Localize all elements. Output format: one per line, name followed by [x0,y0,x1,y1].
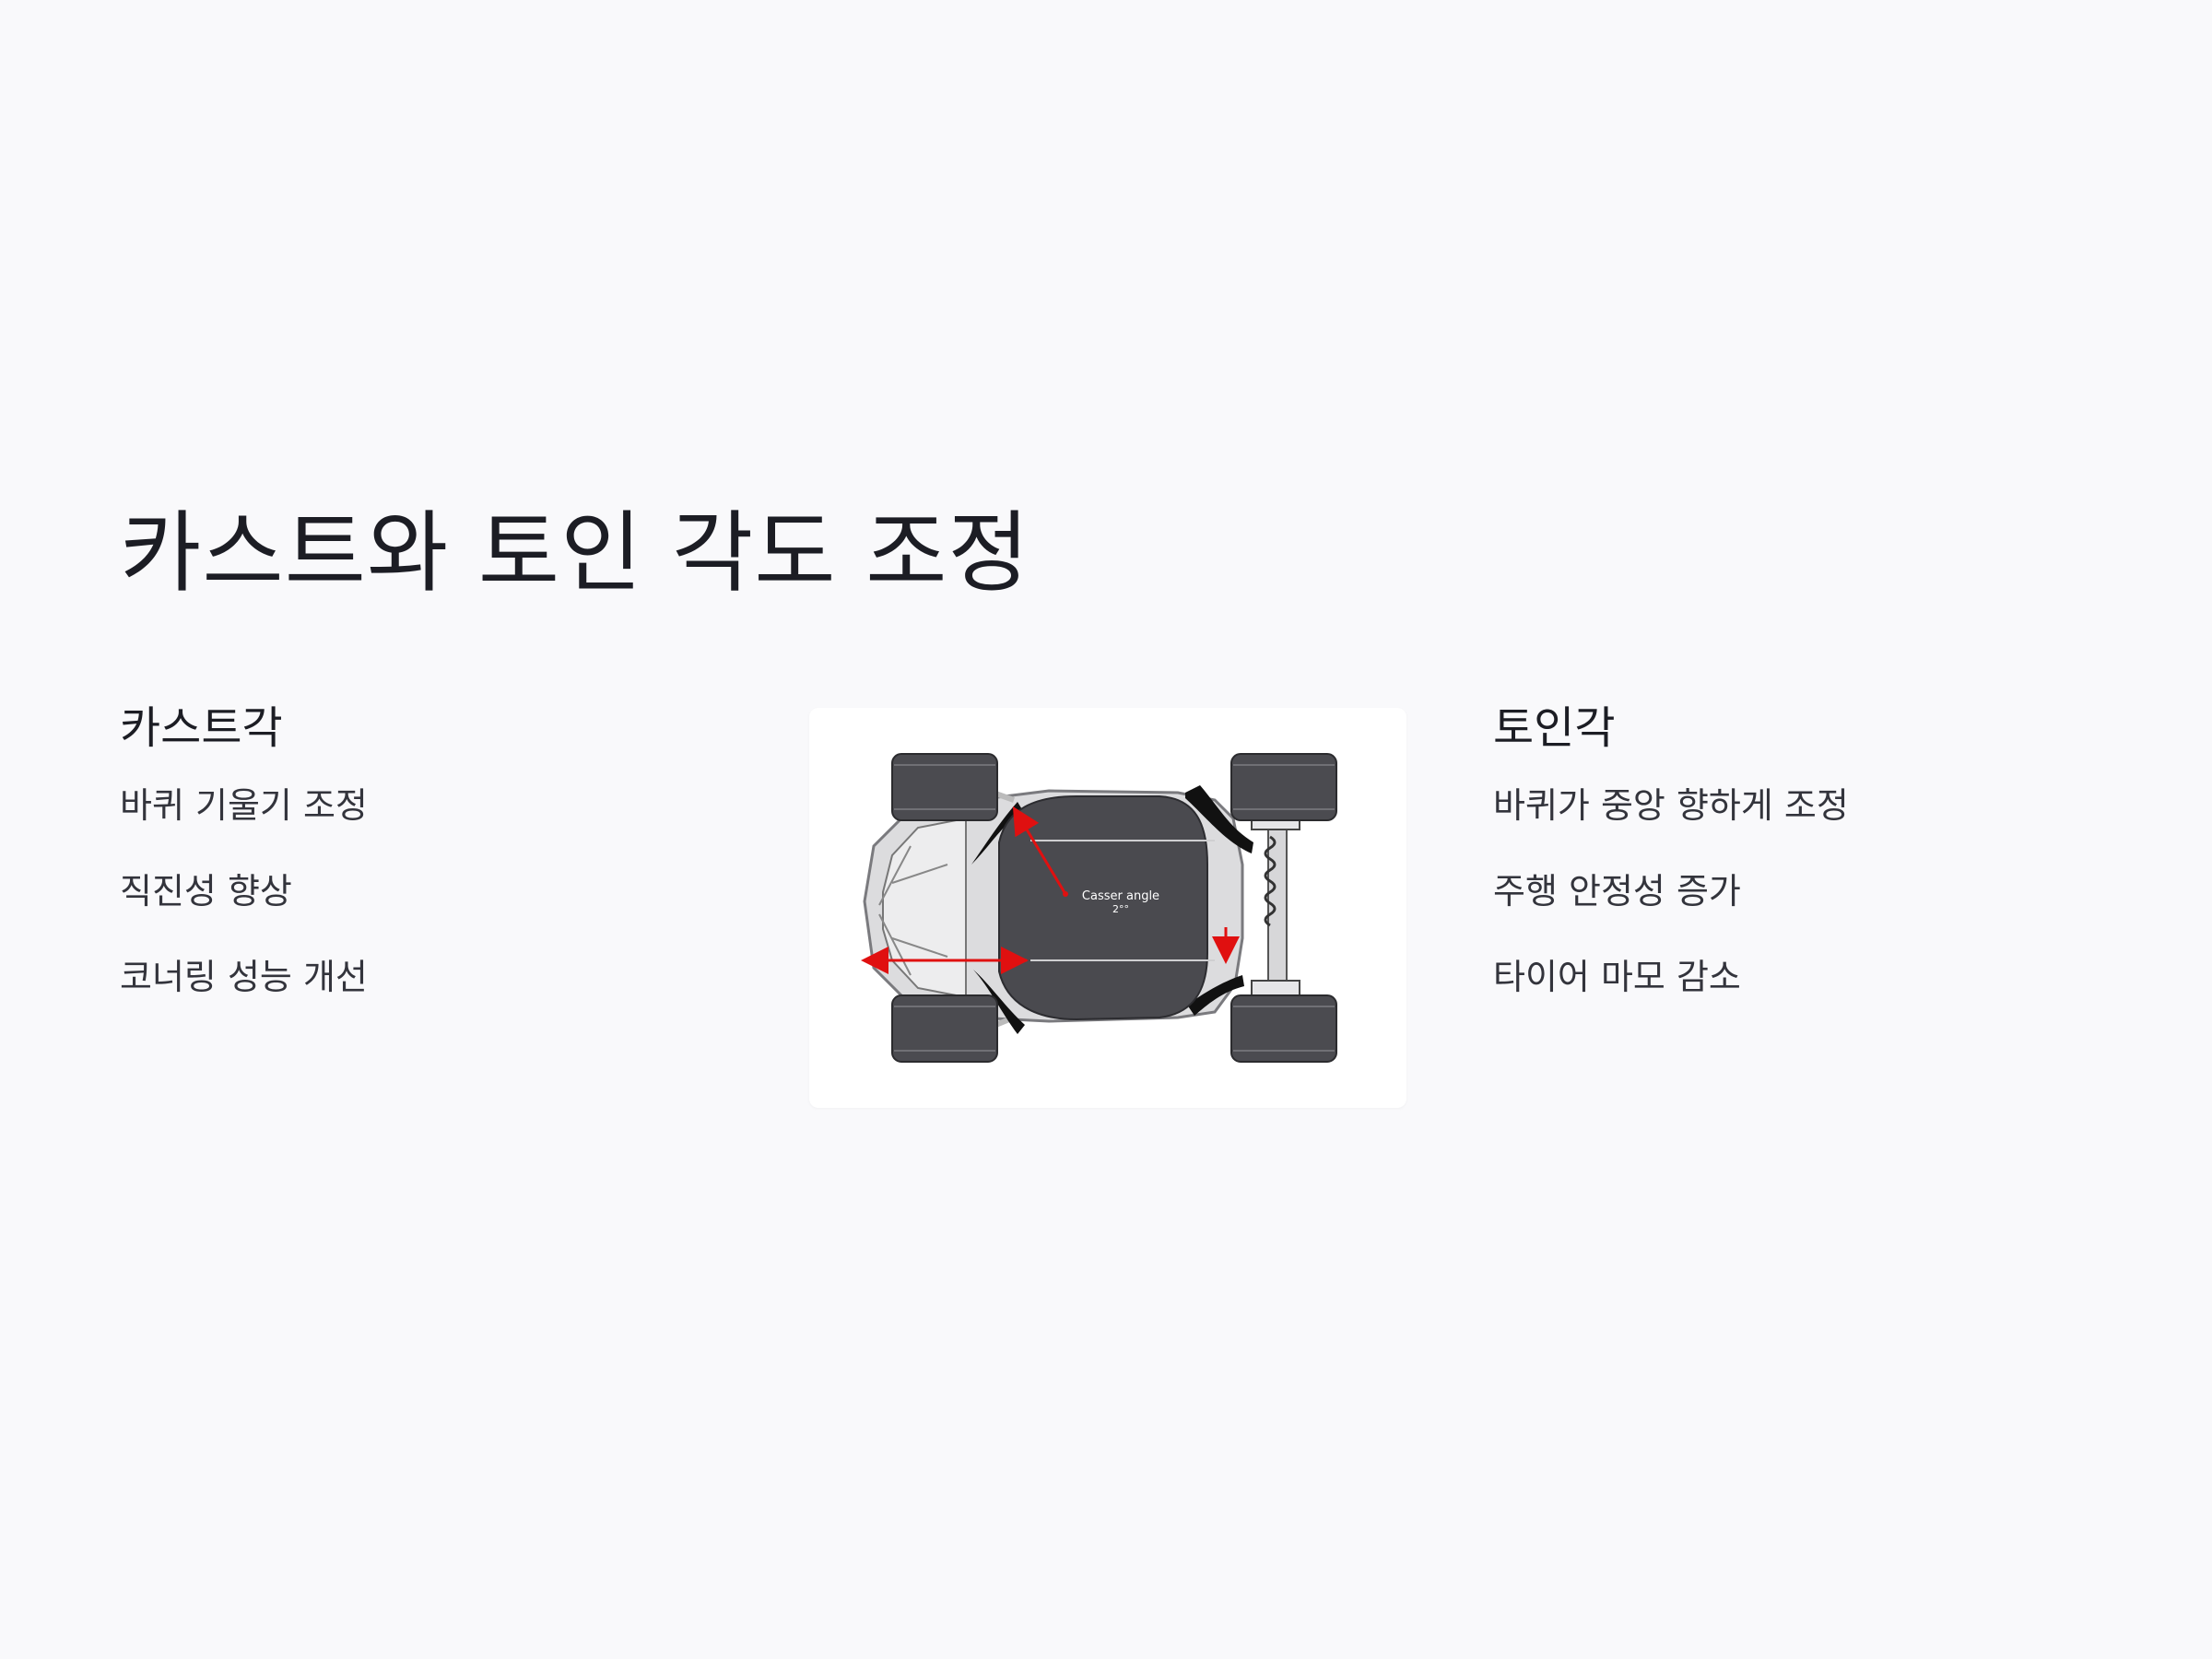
wheel-front-right [1230,753,1337,821]
vehicle-diagram-card: Casser angle 2°° [809,708,1406,1108]
caster-item: 바퀴 기울기 조정 [120,785,368,826]
slide-title: 카스트와 토인 각도 조정 [120,501,1030,605]
caster-list: 바퀴 기울기 조정 직진성 향상 코너링 성능 개선 [120,783,691,999]
toe-item: 바퀴가 중앙 향하게 조정 [1493,785,1849,826]
diagram-label-value: 2°° [1112,903,1129,915]
caster-item: 코너링 성능 개선 [120,957,368,997]
caster-heading: 카스트각 [120,702,283,754]
toe-heading: 토인각 [1493,702,1616,754]
caster-column: 카스트각 바퀴 기울기 조정 직진성 향상 코너링 성능 개선 [120,700,691,1041]
wheel-front-left [891,753,998,821]
vehicle-body [863,770,1253,1052]
toe-item: 주행 안정성 증가 [1493,871,1741,912]
wheel-rear-left [891,994,998,1063]
angle-arrows [861,806,1240,974]
diagram-label-title: Casser angle [1082,889,1159,903]
suspension-right [1251,795,1300,1018]
caster-item: 직진성 향상 [120,871,292,912]
wheel-rear-right [1230,994,1337,1063]
toe-list: 바퀴가 중앙 향하게 조정 주행 안정성 증가 타이어 마모 감소 [1493,783,2065,999]
toe-item: 타이어 마모 감소 [1493,957,1741,997]
toe-column: 토인각 바퀴가 중앙 향하게 조정 주행 안정성 증가 타이어 마모 감소 [1493,700,2065,1041]
vehicle-diagram: Casser angle 2°° [861,753,1337,1063]
